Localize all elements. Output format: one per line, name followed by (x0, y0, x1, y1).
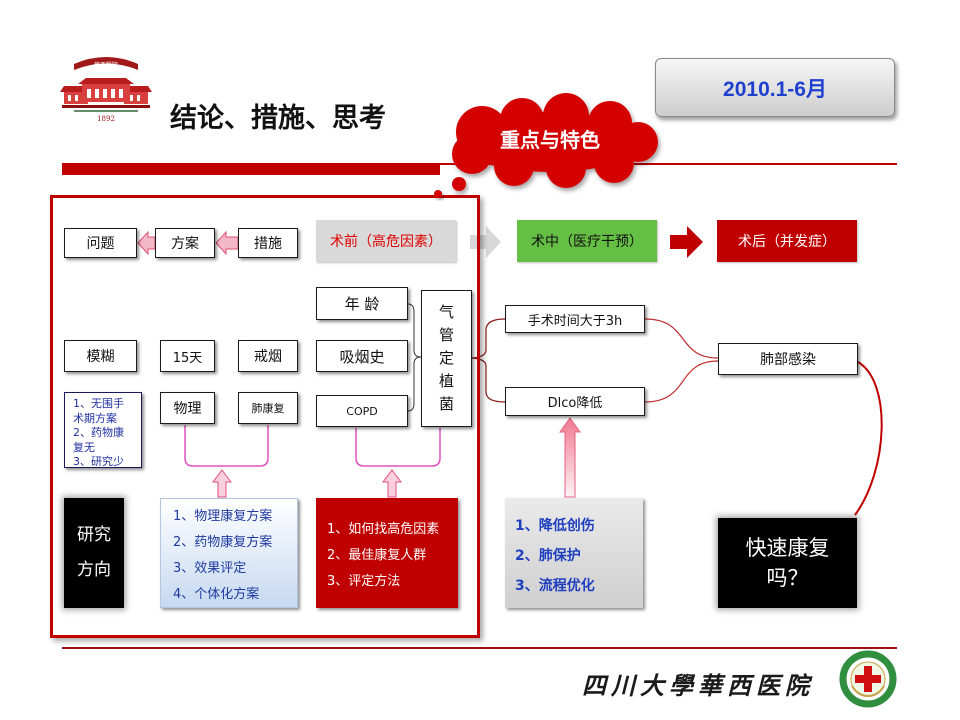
colonization-char: 管 (438, 326, 454, 344)
days-label: 15天 (172, 350, 203, 366)
op-time-box: 手术时间大于3h (505, 305, 645, 333)
measure-label: 措施 (254, 236, 282, 252)
connector-optime-infection (644, 318, 719, 359)
risk-question-item: 1、如何找高危因素 (327, 522, 440, 537)
cloud-tail-dot (452, 177, 466, 191)
issue-box: 问题 (64, 228, 137, 258)
smoking-history-box: 吸烟史 (316, 340, 408, 372)
logo-caption-line (74, 110, 138, 112)
op-time-label: 手术时间大于3h (527, 313, 623, 329)
plan-box: 方案 (155, 228, 215, 258)
copd-label: COPD (346, 404, 378, 418)
logo-windows (68, 89, 140, 101)
focus-frame (50, 195, 480, 638)
colonization-box: 气 管 定 植 菌 (421, 290, 472, 427)
pulmonary-infection-label: 肺部感染 (760, 352, 816, 368)
risk-question-item: 3、评定方法 (327, 574, 401, 589)
quit-smoking-box: 戒烟 (238, 340, 298, 372)
colonization-char: 定 (438, 349, 454, 367)
header-rule-thick (62, 163, 440, 175)
emblem-wreath (851, 685, 885, 698)
problem-item: 3、研究少 (73, 455, 124, 468)
intraop-phase: 术中（医疗干预） (517, 220, 657, 262)
footer-calligraphy: 四川大學華西医院 (582, 671, 814, 700)
connector-dlco-infection (644, 360, 719, 403)
age-box: 年 龄 (316, 287, 408, 320)
dlco-box: Dlco降低 (505, 387, 645, 416)
unclear-box: 模糊 (64, 340, 137, 372)
logo-year: 1892 (97, 115, 115, 123)
hospital-emblem-icon (839, 650, 897, 708)
intraop-label: 术中（医疗干预） (531, 234, 643, 250)
physical-box: 物理 (160, 392, 215, 424)
colonization-char: 菌 (438, 395, 454, 413)
preop-label: 术前（高危因素） (330, 234, 442, 250)
unclear-label: 模糊 (86, 349, 115, 365)
intervention-item: 3、流程优化 (515, 578, 595, 594)
colonization-char: 植 (438, 372, 454, 390)
research-direction-box: 研究方向 (64, 498, 124, 608)
fast-recovery-question-box: 快速康复吗？ (718, 518, 857, 608)
risk-question-item: 2、最佳康复人群 (327, 548, 427, 563)
physical-label: 物理 (173, 401, 202, 417)
callout-label: 重点与特色 (500, 128, 600, 152)
problem-item: 1、无围手术期方案 (73, 397, 124, 425)
dlco-label: Dlco降低 (547, 396, 603, 411)
footer-rule (62, 647, 897, 649)
connector-infection-question (854, 361, 883, 516)
pulmonary-rehab-label: 肺康复 (251, 402, 285, 415)
problems-box: 1、无围手术期方案 2、药物康复无 3、研究少 (64, 392, 142, 468)
logo-wing-right (124, 92, 148, 104)
postop-label: 术后（并发症） (738, 234, 836, 250)
measure-box: 措施 (238, 228, 298, 258)
logo-roof-top (78, 78, 134, 84)
interventions-box: 1、降低创伤 2、肺保护 3、流程优化 (505, 498, 643, 608)
period-label: 2010.1-6月 (723, 77, 827, 101)
cloud-shape (452, 93, 658, 188)
logo-icon: 華西醫院 1892 (60, 57, 152, 123)
logo-base (62, 105, 150, 108)
pulmonary-infection-box: 肺部感染 (718, 343, 858, 375)
logo-banner (74, 57, 138, 70)
intervention-item: 1、降低创伤 (515, 518, 595, 534)
rehab-plan-item: 3、效果评定 (173, 561, 247, 576)
period-badge: 2010.1-6月 (655, 58, 895, 117)
pulmonary-rehab-box: 肺康复 (238, 392, 298, 424)
emblem-cross-horizontal (855, 675, 881, 683)
arrow-right-icon (670, 226, 703, 258)
research-direction-label: 研究方向 (77, 525, 111, 580)
fast-recovery-question-label: 快速康复吗？ (745, 536, 830, 590)
rehab-plan-item: 2、药物康复方案 (173, 535, 273, 550)
rehab-plans-box: 1、物理康复方案 2、药物康复方案 3、效果评定 4、个体化方案 (160, 498, 298, 608)
plan-label: 方案 (171, 236, 199, 252)
smoking-history-label: 吸烟史 (339, 347, 385, 366)
problem-item: 2、药物康复无 (73, 426, 124, 454)
copd-box: COPD (316, 395, 408, 427)
days-box: 15天 (160, 340, 215, 372)
logo-banner-text: 華西醫院 (94, 61, 118, 69)
age-label: 年 龄 (344, 295, 380, 313)
quit-smoking-label: 戒烟 (254, 349, 282, 365)
rehab-plan-item: 4、个体化方案 (173, 587, 260, 602)
arrow-up-icon (559, 417, 581, 498)
postop-phase: 术后（并发症） (717, 220, 857, 262)
rehab-plan-item: 1、物理康复方案 (173, 509, 273, 524)
preop-phase: 术前（高危因素） (316, 220, 456, 262)
intervention-item: 2、肺保护 (515, 548, 581, 564)
slide-title: 结论、措施、思考 (170, 103, 386, 134)
colonization-char: 气 (438, 303, 454, 321)
risk-questions-box: 1、如何找高危因素 2、最佳康复人群 3、评定方法 (316, 498, 458, 608)
issue-label: 问题 (86, 236, 115, 252)
